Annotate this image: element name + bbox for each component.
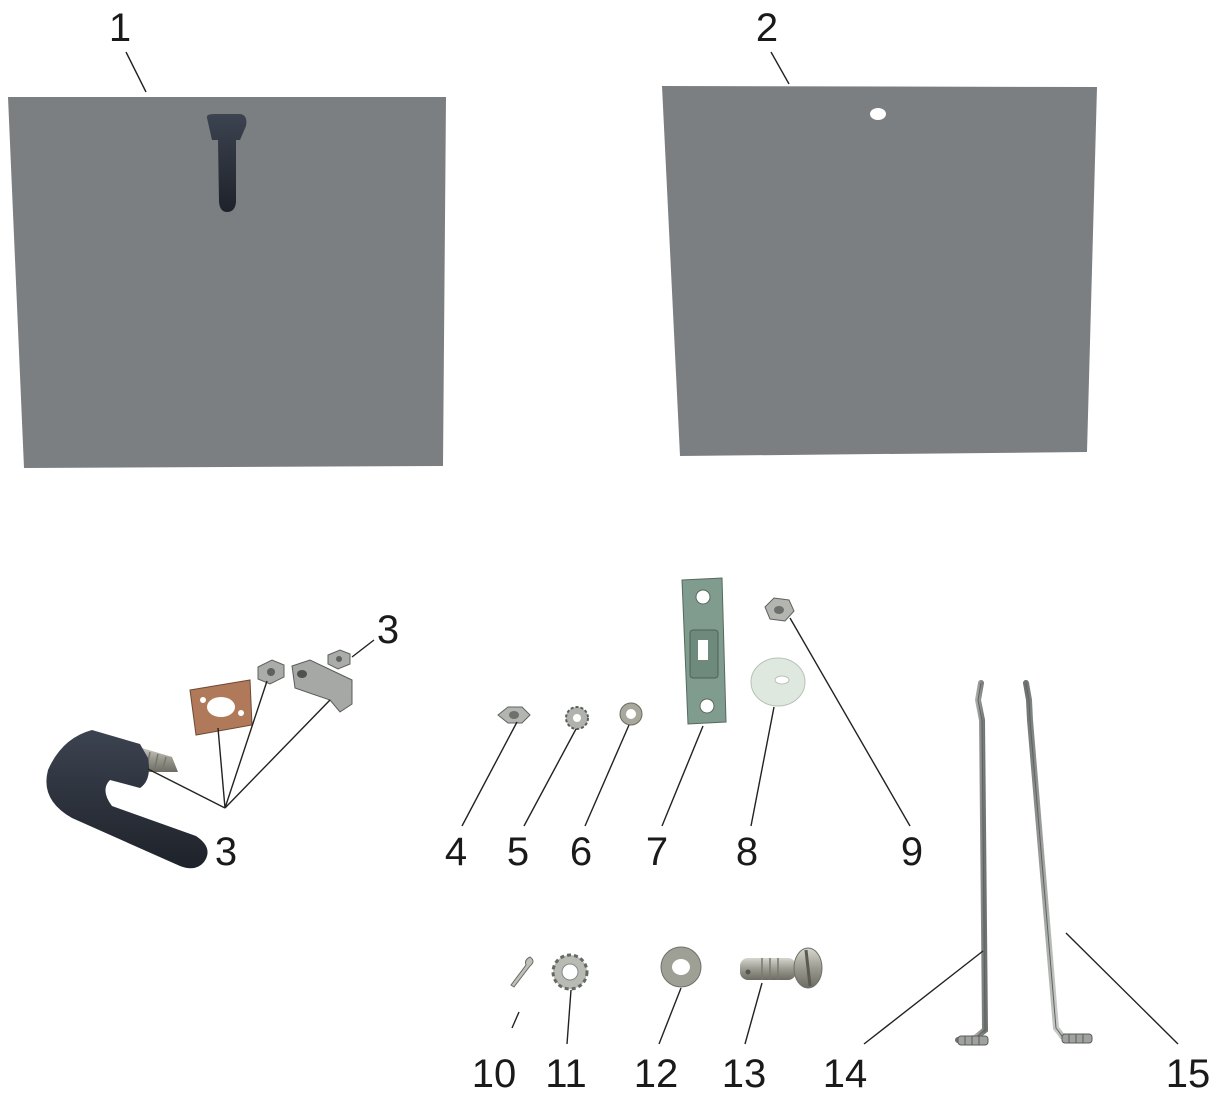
panel-hole (870, 108, 886, 120)
leader-10 (511, 1011, 520, 1029)
panel-2 (662, 86, 1097, 456)
nut-9 (764, 597, 795, 622)
callout-6: 6 (569, 830, 593, 874)
strike-plate-7 (681, 577, 727, 725)
leader-12 (658, 987, 682, 1045)
panel-1 (8, 97, 446, 468)
rod-15 (1023, 680, 1093, 1044)
leader-9 (789, 617, 911, 827)
callout-4: 4 (444, 830, 468, 874)
leader-1 (125, 51, 147, 93)
star-washer-11 (551, 953, 589, 991)
callout-2: 2 (755, 6, 779, 50)
leader-3-nut (224, 680, 268, 809)
handle-lever (46, 730, 208, 869)
leader-2 (770, 51, 790, 85)
flat-washer-12 (660, 946, 702, 988)
panel-with-handle (8, 97, 446, 468)
callout-13: 13 (721, 1052, 767, 1096)
leader-4 (461, 721, 518, 827)
nylon-spacer-8 (750, 657, 806, 707)
callout-3-top: 3 (376, 608, 400, 652)
leader-3-plate (224, 699, 331, 809)
callout-8: 8 (735, 830, 759, 874)
leader-8 (750, 706, 775, 827)
gasket-center-hole (207, 697, 235, 717)
handle-cam-plate (291, 659, 353, 713)
cotter-pin-10 (510, 956, 534, 988)
callout-14: 14 (822, 1052, 868, 1096)
leader-3a (351, 639, 375, 658)
callout-11: 11 (545, 1052, 587, 1096)
callout-7: 7 (645, 830, 669, 874)
callout-3-bottom: 3 (214, 830, 238, 874)
lock-washer-5 (565, 706, 589, 730)
leader-14 (863, 950, 984, 1045)
leader-lines (125, 51, 1179, 1045)
leader-15 (1065, 932, 1179, 1045)
leader-13 (744, 982, 763, 1045)
callout-10: 10 (471, 1052, 517, 1096)
panel-with-hole (662, 86, 1097, 456)
leader-3-gasket (217, 727, 226, 809)
rod-14 (955, 680, 989, 1046)
leader-3-lever (147, 768, 226, 809)
callout-1: 1 (108, 6, 132, 50)
callout-12: 12 (633, 1052, 679, 1096)
leader-7 (661, 725, 704, 827)
leader-5 (523, 728, 577, 827)
callout-9: 9 (900, 830, 924, 874)
callout-15: 15 (1165, 1052, 1211, 1096)
panel-handle (206, 114, 247, 212)
callout-5: 5 (506, 830, 530, 874)
slotted-pin-13 (740, 947, 823, 989)
flat-washer-6 (619, 702, 643, 726)
handle-assembly (46, 649, 353, 869)
leader-6 (584, 724, 630, 827)
leader-11 (566, 989, 572, 1045)
hex-nut-4 (497, 706, 531, 724)
